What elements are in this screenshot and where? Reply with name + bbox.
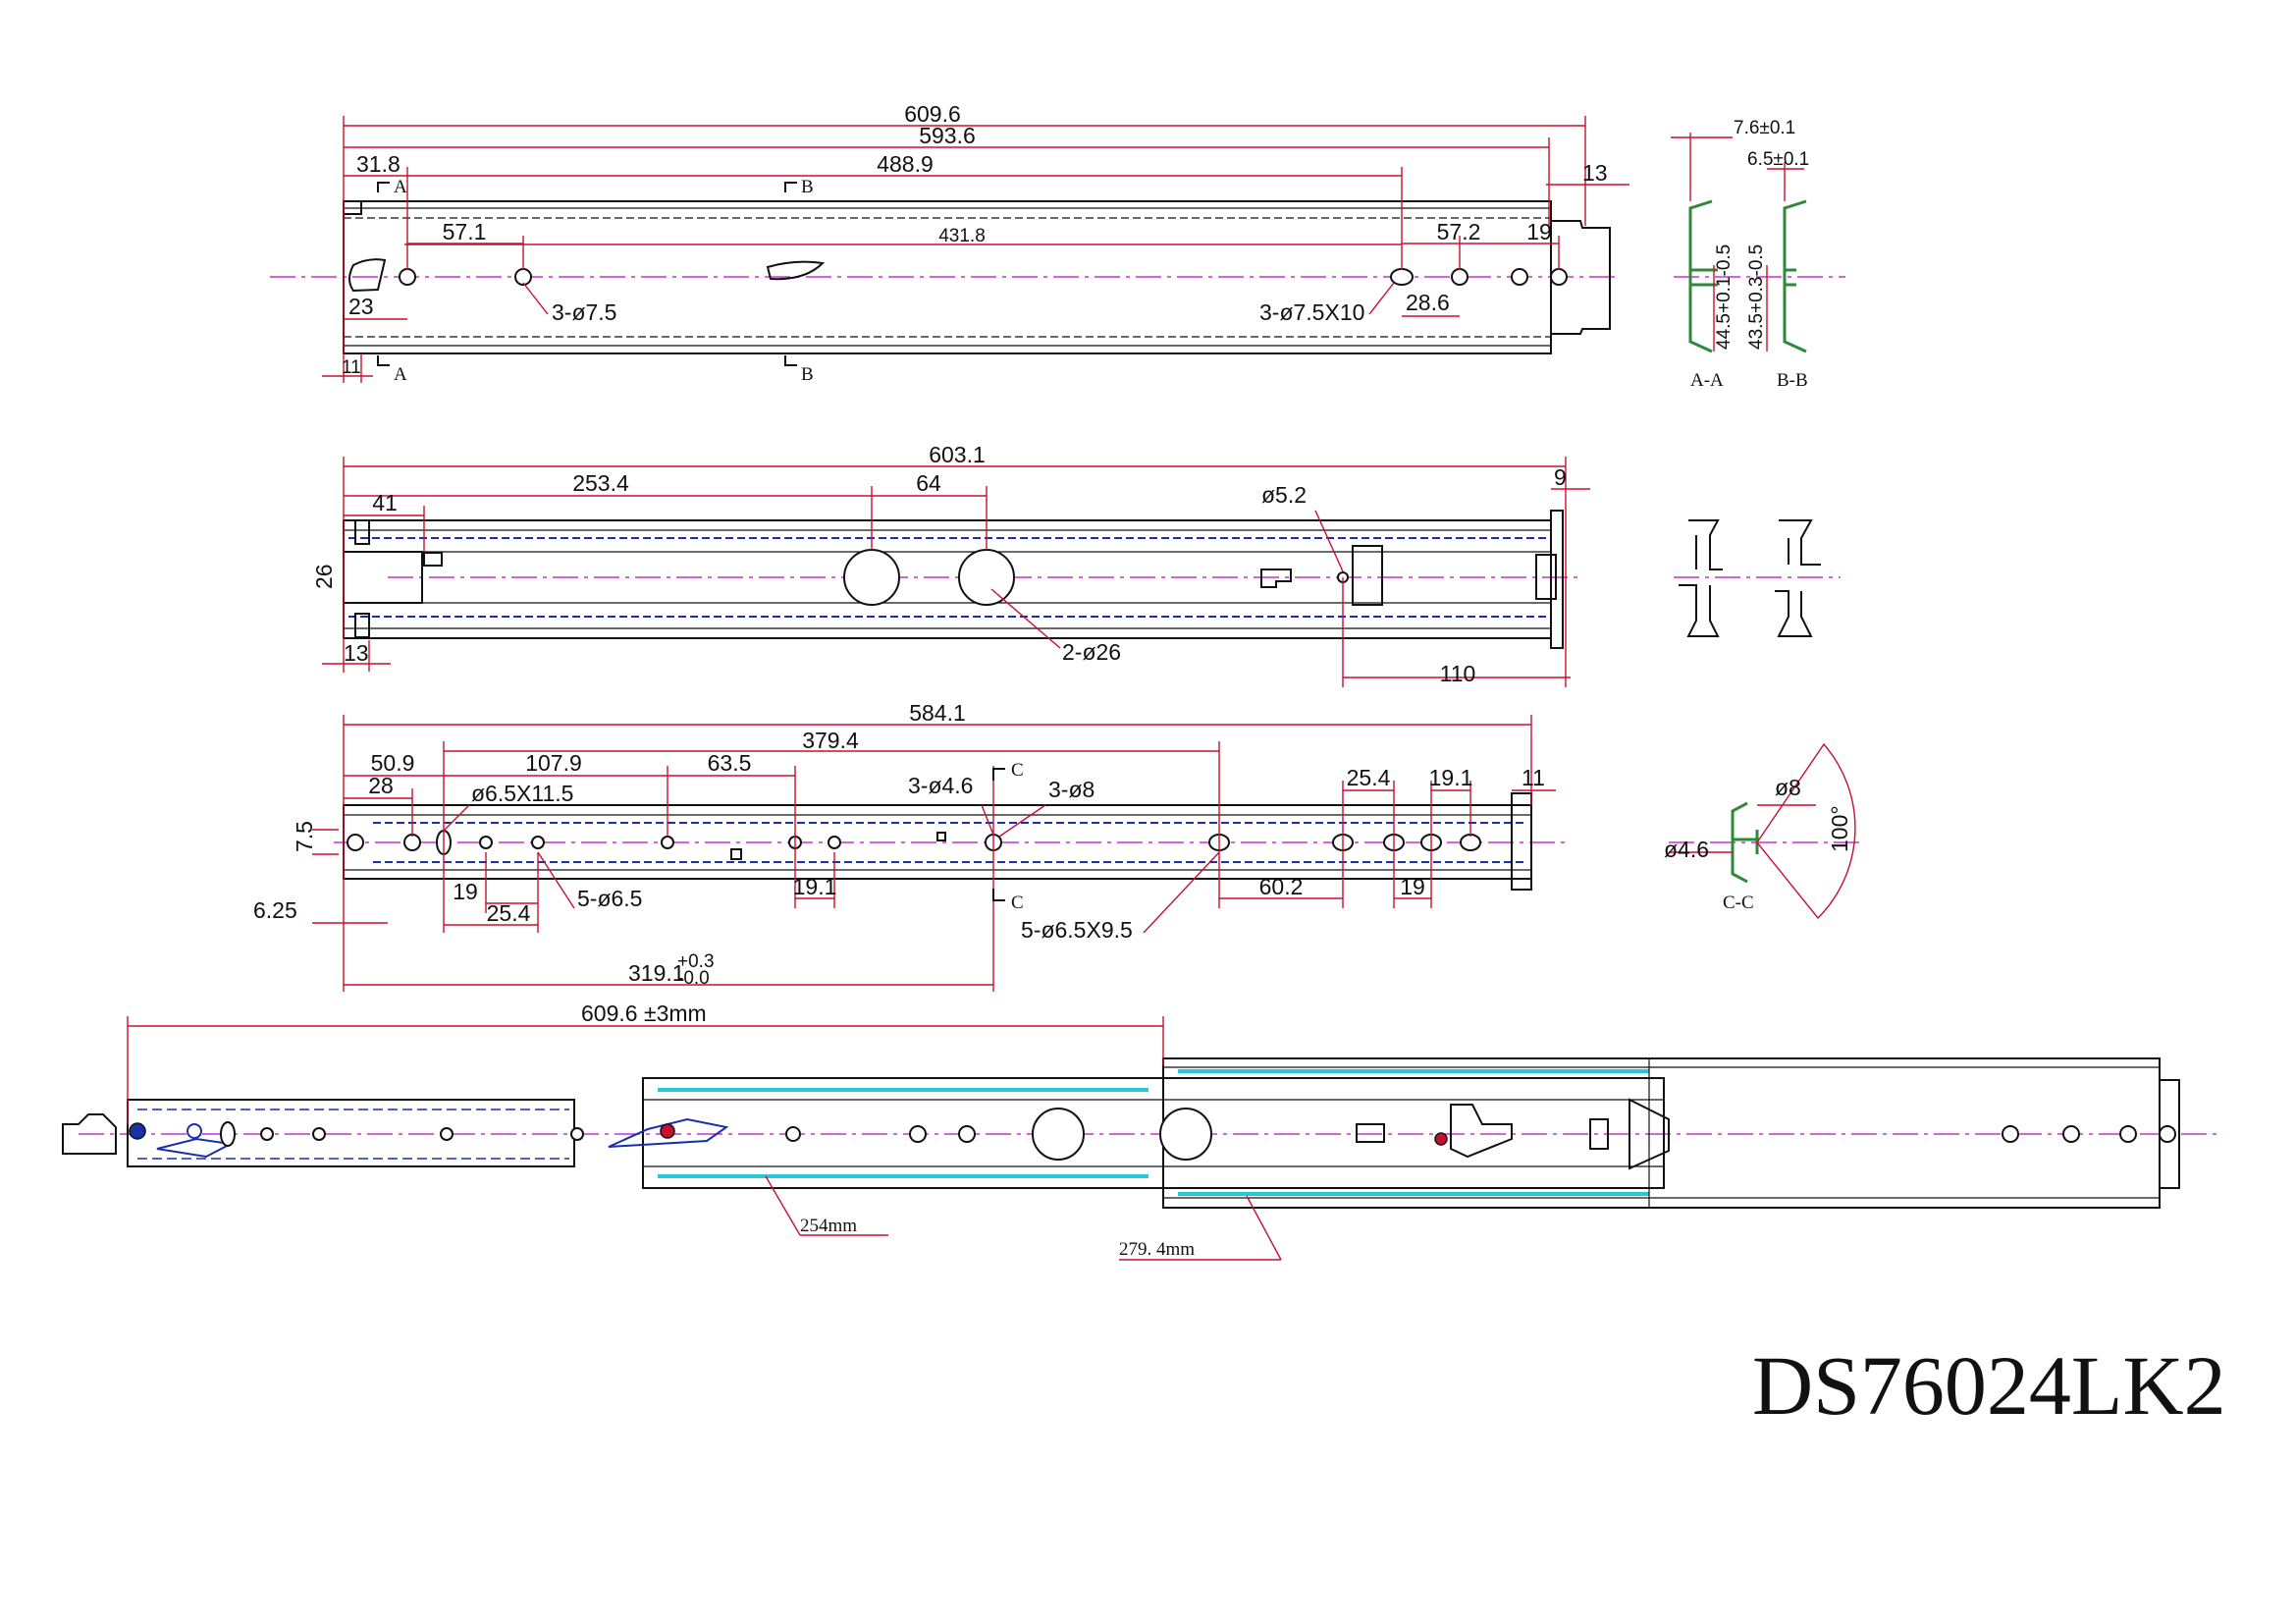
dim-front-height: 23 — [348, 294, 374, 319]
dim-hole-pitch-front: 57.1 — [443, 219, 487, 244]
dim-front-edge: 6.25 — [253, 897, 297, 923]
dim-rear-tab: 13 — [1582, 160, 1608, 186]
assembly-view: 609.6 ±3mm 254mm 279. 4mm — [62, 1001, 2218, 1261]
view-3-inner-member: 584.1 379.4 50.9 107.9 63.5 28 7.5 6.25 … — [253, 700, 1571, 992]
dim-slot-pitch-a: 25.4 — [1347, 765, 1391, 790]
section-b-label: B-B — [1777, 370, 1808, 391]
section-a-height: 44.5+0.1-0.5 — [1714, 244, 1735, 350]
dim-slot-pitch-c: 19 — [1400, 874, 1425, 899]
dim-hole-pitch-3: 63.5 — [708, 750, 752, 776]
dim-slot-pitch: 28.6 — [1406, 290, 1450, 315]
dim-front-lip: 11 — [342, 357, 361, 378]
callout-small-holes: 3-ø4.6 — [908, 773, 973, 798]
assembly-length-a: 254mm — [800, 1216, 857, 1236]
view-2-profiles — [1674, 519, 1841, 637]
dim-slot-span: 60.2 — [1259, 874, 1304, 899]
section-mark-b-top: B — [801, 177, 814, 197]
dim-pin-offset: 110 — [1440, 661, 1476, 686]
dim-slot-pitch-b: 19.1 — [1429, 765, 1473, 790]
sections-a-b: 7.6±0.1 6.5±0.1 44.5+0.1-0.5 43.5+0.3-0.… — [1671, 118, 1845, 391]
callout-holes-front: 3-ø7.5 — [552, 299, 616, 325]
section-c-dia-big: ø8 — [1775, 775, 1801, 800]
section-mark-a-bottom: A — [394, 364, 407, 385]
view-1-outer-member: 609.6 593.6 31.8 488.9 13 57.1 431.8 57.… — [270, 101, 1629, 385]
dim-hole-position: 253.4 — [572, 470, 629, 496]
dim-overall-length-2: 603.1 — [929, 442, 986, 467]
callout-round-holes: 5-ø6.5 — [577, 886, 642, 911]
dim-mid-span: 431.8 — [938, 226, 986, 246]
dim-hole-pitch-mid: 19.1 — [793, 874, 837, 899]
view-2-intermediate-member: 603.1 41 253.4 64 9 26 13 110 ø5.2 2-ø26 — [311, 442, 1590, 687]
dim-hole-pitch-rear: 57.2 — [1437, 219, 1481, 244]
dim-front-stop: 41 — [372, 490, 398, 515]
callout-pin: ø5.2 — [1261, 482, 1307, 508]
dim-hole-height: 7.5 — [292, 821, 317, 852]
section-mark-c-bottom: C — [1011, 893, 1024, 913]
dim-inner-length: 593.6 — [919, 123, 976, 148]
dim-rear-tab-3: 11 — [1522, 765, 1545, 790]
section-b-height: 43.5+0.3-0.5 — [1746, 244, 1767, 350]
section-c-dia-small: ø4.6 — [1664, 837, 1709, 862]
model-number: DS76024LK2 — [1752, 1338, 2226, 1433]
dim-hole-pitch-2: 64 — [916, 470, 941, 496]
section-c-angle: 100° — [1827, 805, 1852, 852]
dim-overall-length: 609.6 — [904, 101, 961, 127]
section-c: ø8 ø4.6 100° C-C — [1664, 742, 1860, 920]
dim-slot-to-hole-a: 107.9 — [525, 750, 582, 776]
section-c-label: C-C — [1723, 893, 1754, 913]
dim-rear-offset-2: 9 — [1554, 464, 1567, 490]
dim-front-offset: 31.8 — [356, 151, 400, 177]
callout-big-holes: 3-ø8 — [1048, 777, 1095, 802]
dim-web-height: 26 — [311, 564, 337, 589]
dim-small-pitch: 19 — [453, 879, 478, 904]
dim-hole-pitch-small: 25.4 — [487, 900, 531, 926]
dim-datum-tol-minus: -0.0 — [677, 968, 710, 989]
dim-datum-tol-plus: +0.3 — [677, 951, 715, 972]
dim-rear-hole-pitch: 19 — [1526, 219, 1552, 244]
callout-holes-rear: 3-ø7.5X10 — [1259, 299, 1364, 325]
section-mark-a-top: A — [394, 177, 407, 197]
callout-slots: 5-ø6.5X9.5 — [1021, 917, 1133, 943]
dim-front-tab: 13 — [344, 640, 369, 666]
section-mark-b-bottom: B — [801, 364, 814, 385]
section-b-width: 6.5±0.1 — [1747, 149, 1809, 170]
assembly-length-b: 279. 4mm — [1119, 1239, 1195, 1260]
dim-hole-span: 488.9 — [877, 151, 934, 177]
dim-first-hole: 28 — [368, 773, 394, 798]
section-mark-c-top: C — [1011, 760, 1024, 781]
dim-datum-length: 319.1 — [628, 960, 685, 986]
assembly-travel: 609.6 ±3mm — [581, 1001, 707, 1026]
section-a-width: 7.6±0.1 — [1734, 118, 1795, 138]
dim-slot-to-hole: 379.4 — [802, 728, 859, 753]
dim-front-to-slot: 50.9 — [371, 750, 415, 776]
callout-slot: ø6.5X11.5 — [471, 781, 573, 806]
dim-overall-length-3: 584.1 — [909, 700, 966, 726]
section-a-label: A-A — [1690, 370, 1724, 391]
callout-large-holes: 2-ø26 — [1062, 639, 1121, 665]
